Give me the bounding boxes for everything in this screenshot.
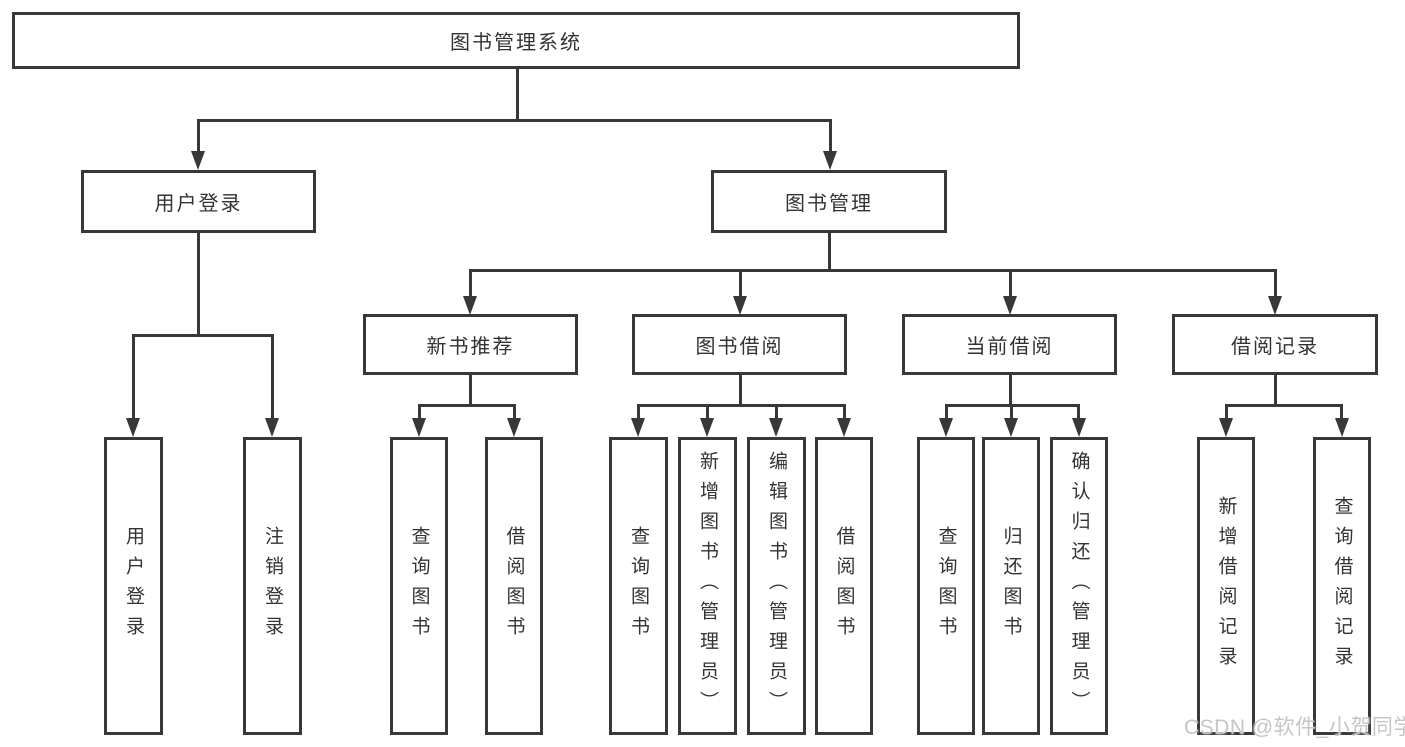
leaf-label: 新增图书（管理员） [697,451,718,721]
leaf-label: 查询图书 [935,526,957,646]
connector-line [418,404,421,421]
leaf-label: 编辑图书（管理员） [766,451,787,721]
connector-line [945,404,948,421]
leaf-cb-query-books: 查询图书 [917,437,975,735]
connector-line [197,231,200,337]
connector-arrow [631,418,645,437]
connector-arrow [265,418,279,437]
leaf-bb-query-books: 查询图书 [609,437,668,735]
leaf-br-add-record: 新增借阅记录 [1197,437,1255,735]
connector-arrow [191,151,205,170]
connector-line [1225,404,1343,407]
connector-arrow [733,296,747,315]
leaf-label: 查询图书 [628,526,649,646]
connector-line [1009,375,1012,407]
connector-line [637,404,845,407]
connector-arrow [700,418,714,437]
node-label: 借阅记录 [1231,336,1319,358]
connector-arrow [412,418,426,437]
connector-line [197,119,200,155]
leaf-label: 注销登录 [262,526,283,646]
node-new-book-recommend: 新书推荐 [363,314,578,375]
connector-line [469,269,472,299]
connector-line [829,119,832,155]
node-library-system: 图书管理系统 [12,12,1020,69]
connector-arrow [126,418,140,437]
connector-line [197,119,832,122]
watermark-text: CSDN @软件_小贺同学 [1184,716,1405,739]
connector-line [828,231,831,272]
node-borrow-records: 借阅记录 [1172,314,1378,375]
connector-line [739,375,742,407]
connector-line [132,334,274,337]
leaf-br-query-record: 查询借阅记录 [1313,437,1371,735]
connector-arrow [823,151,837,170]
leaf-cb-confirm-return-admin: 确认归还（管理员） [1050,437,1108,735]
leaf-label: 查询借阅记录 [1331,496,1353,676]
connector-arrow [1335,418,1349,437]
leaf-label: 借阅图书 [833,526,855,646]
node-label: 新书推荐 [426,336,515,358]
leaf-label: 归还图书 [1000,526,1022,646]
connector-line [1009,269,1012,299]
connector-arrow [837,418,851,437]
leaf-nb-query-books: 查询图书 [390,437,448,735]
connector-line [1340,404,1343,421]
leaf-user-login: 用户登录 [104,437,163,735]
node-label: 用户登录 [154,193,243,215]
connector-line [1274,269,1277,299]
leaf-label: 新增借阅记录 [1215,496,1237,676]
leaf-logout: 注销登录 [243,437,302,735]
node-label: 图书管理 [785,193,873,215]
node-current-borrow: 当前借阅 [902,314,1117,375]
node-user-login: 用户登录 [81,170,316,233]
connector-arrow [1003,296,1017,315]
connector-line [775,404,778,421]
connector-line [271,334,274,420]
connector-line [469,375,472,407]
leaf-bb-add-books-admin: 新增图书（管理员） [678,437,737,735]
connector-line [469,269,1277,272]
connector-line [513,404,516,421]
connector-arrow [939,418,953,437]
leaf-label: 用户登录 [123,526,144,646]
leaf-bb-borrow-books: 借阅图书 [815,437,873,735]
connector-arrow [1072,418,1086,437]
leaf-bb-edit-books-admin: 编辑图书（管理员） [747,437,806,735]
connector-line [637,404,640,421]
connector-arrow [507,418,521,437]
connector-line [1077,404,1080,421]
connector-line [843,404,846,421]
connector-line [739,269,742,299]
leaf-label: 确认归还（管理员） [1068,451,1090,721]
node-label: 当前借阅 [965,336,1054,358]
connector-line [516,66,519,122]
connector-line [706,404,709,421]
connector-arrow [463,296,477,315]
connector-arrow [769,418,783,437]
connector-line [418,404,516,407]
node-book-management: 图书管理 [711,170,947,233]
connector-line [1010,404,1013,421]
connector-arrow [1219,418,1233,437]
node-label: 图书借阅 [695,336,784,358]
leaf-nb-borrow-books: 借阅图书 [485,437,543,735]
connector-line [1274,375,1277,407]
leaf-cb-return-books: 归还图书 [982,437,1040,735]
connector-arrow [1268,296,1282,315]
node-label: 图书管理系统 [450,32,582,54]
node-book-borrow: 图书借阅 [632,314,847,375]
leaf-label: 借阅图书 [503,526,525,646]
connector-arrow [1004,418,1018,437]
connector-line [1225,404,1228,421]
connector-line [132,334,135,420]
leaf-label: 查询图书 [408,526,430,646]
